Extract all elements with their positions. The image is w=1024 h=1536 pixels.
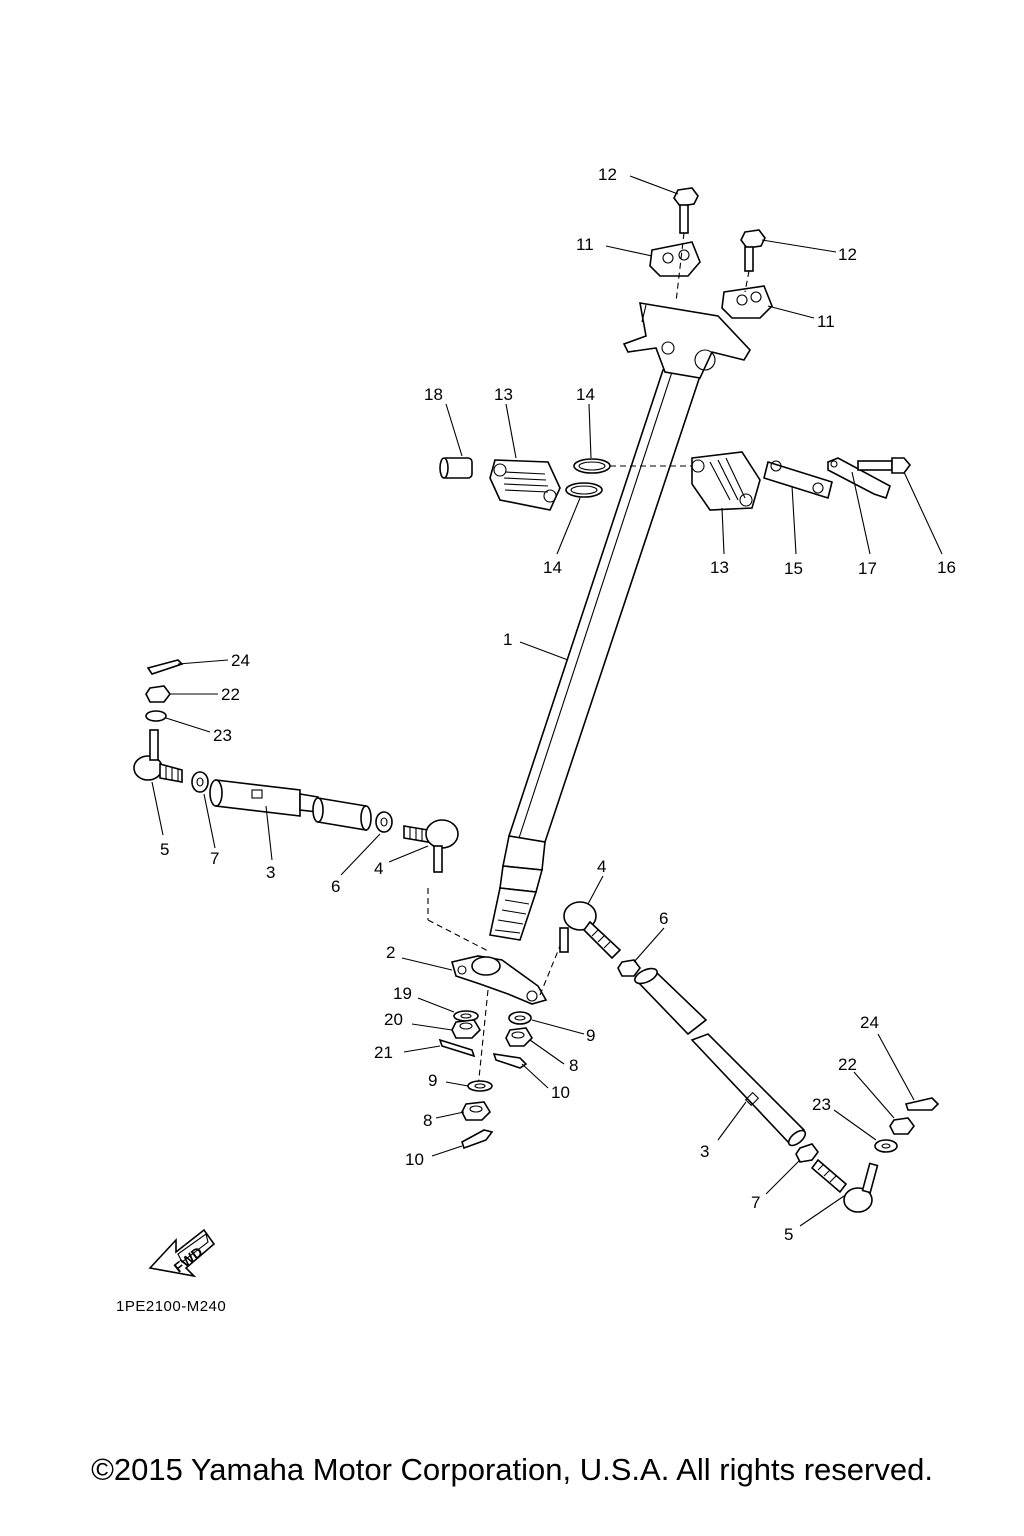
callout-12-top: 12	[598, 165, 617, 184]
pitman-arm	[450, 955, 548, 1005]
callout-20: 20	[384, 1010, 403, 1029]
callout-13-right: 13	[710, 558, 729, 577]
leader-lines	[151, 175, 943, 1227]
upper-holder-right	[721, 285, 773, 319]
o-ring-upper	[573, 458, 611, 474]
upper-holder-left	[649, 241, 701, 277]
callout-12-right: 12	[838, 245, 857, 264]
nut-22-left	[145, 685, 171, 703]
callout-24-left: 24	[231, 651, 250, 670]
steering-shaft	[489, 369, 702, 941]
callout-11-right: 11	[817, 312, 835, 331]
callout-14-top: 14	[576, 385, 595, 404]
lock-washer	[827, 457, 891, 500]
callout-23-left: 23	[213, 726, 232, 745]
tie-rod-end-left-inner	[403, 819, 459, 873]
nut-22-right	[889, 1117, 915, 1135]
callout-15: 15	[784, 559, 803, 578]
callout-1: 1	[503, 630, 512, 649]
callout-labels: 12 11 12 11 18 13 14 14 13 15 17 16 1 24…	[160, 165, 956, 1244]
callout-18: 18	[424, 385, 443, 404]
callout-13-left: 13	[494, 385, 513, 404]
tie-rod-end-right-outer	[810, 1158, 879, 1213]
tie-rod-end-left-outer	[133, 729, 183, 783]
callout-5-left: 5	[160, 840, 169, 859]
washer-23-left	[145, 710, 167, 722]
plate-bolt	[857, 457, 912, 474]
callout-3-right: 3	[700, 1142, 709, 1161]
cotter-pin-10-lower	[461, 1129, 494, 1150]
holder-bolt-top	[673, 187, 699, 303]
callout-22-left: 22	[221, 685, 240, 704]
washer-9-lower	[467, 1080, 493, 1092]
washer-19	[453, 1010, 479, 1022]
callout-4-right: 4	[597, 857, 606, 876]
collar	[439, 457, 473, 479]
shaft-bushing-left	[489, 459, 561, 511]
callout-6-left: 6	[331, 877, 340, 896]
handlebar-holder-bracket	[622, 302, 751, 379]
cotter-pin-10-upper	[492, 1053, 528, 1069]
callout-19: 19	[393, 984, 412, 1003]
tie-rod-left	[209, 779, 372, 831]
copyright-notice: ©2015 Yamaha Motor Corporation, U.S.A. A…	[91, 1452, 933, 1487]
callout-4-left: 4	[374, 859, 383, 878]
callout-6-right: 6	[659, 909, 668, 928]
cotter-pin-24-left	[146, 659, 184, 675]
shaft-bushing-right	[691, 451, 761, 511]
callout-7-left: 7	[210, 849, 219, 868]
holder-bolt-right	[740, 229, 766, 293]
callout-8-lower: 8	[423, 1111, 432, 1130]
callout-10-upper: 10	[551, 1083, 570, 1102]
nut-8-lower	[461, 1101, 492, 1121]
callout-5-right: 5	[784, 1225, 793, 1244]
bushing-plate	[763, 460, 833, 500]
locknut-6-right	[617, 959, 641, 977]
callout-24-right: 24	[860, 1013, 879, 1032]
nut-8-upper	[505, 1027, 534, 1047]
callout-3-left: 3	[266, 863, 275, 882]
tie-rod-right	[634, 967, 807, 1147]
washer-9-upper	[508, 1011, 532, 1025]
locknut-7-right	[795, 1143, 819, 1163]
callout-9-upper: 9	[586, 1026, 595, 1045]
locknut-7-left	[191, 771, 209, 793]
callout-10-lower: 10	[405, 1150, 424, 1169]
callout-21: 21	[374, 1043, 393, 1062]
fwd-arrow-icon: FWD	[148, 1228, 216, 1278]
o-ring-lower	[565, 482, 603, 498]
cotter-pin-24-right	[904, 1097, 940, 1111]
diagram-code: 1PE2100-M240	[116, 1298, 227, 1315]
callout-11-left: 11	[576, 235, 594, 254]
cotter-pin-21	[438, 1038, 476, 1058]
locknut-6-left	[375, 811, 393, 833]
callout-2: 2	[386, 943, 395, 962]
washer-23-right	[874, 1139, 898, 1153]
tie-rod-end-right-inner	[559, 901, 622, 960]
callout-9-lower: 9	[428, 1071, 437, 1090]
nut-20	[451, 1019, 482, 1039]
callout-22-right: 22	[838, 1055, 857, 1074]
callout-23-right: 23	[812, 1095, 831, 1114]
callout-16: 16	[937, 558, 956, 577]
callout-7-right: 7	[751, 1193, 760, 1212]
callout-17: 17	[858, 559, 877, 578]
callout-8-upper: 8	[569, 1056, 578, 1075]
callout-14-bottom: 14	[543, 558, 562, 577]
